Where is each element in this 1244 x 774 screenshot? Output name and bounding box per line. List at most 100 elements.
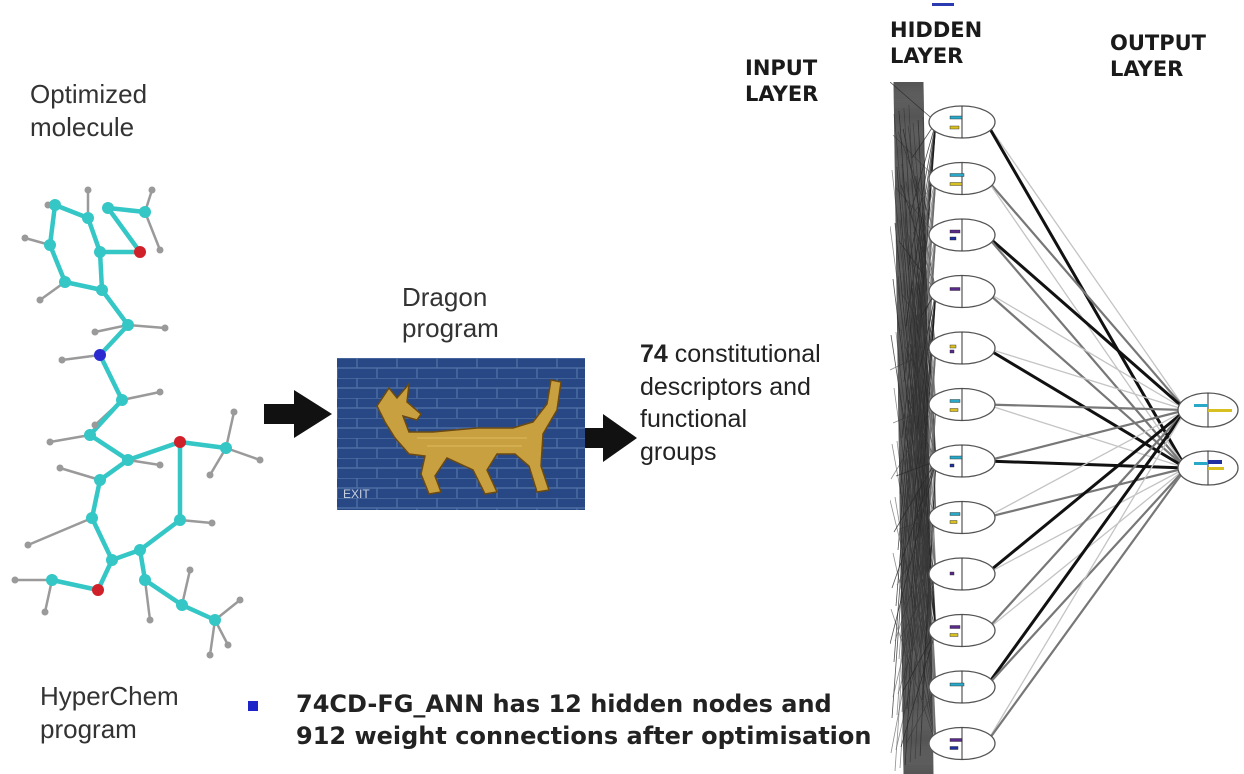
dragon-title-line2: program	[402, 313, 499, 344]
molecule-atom	[139, 574, 151, 586]
molecule-atom	[91, 421, 99, 429]
hidden-node-bar	[949, 399, 961, 403]
molecule-atom	[11, 576, 19, 584]
output-connection	[985, 347, 1187, 411]
hidden-layer-heading: HIDDEN LAYER	[890, 17, 982, 70]
molecule-atom	[174, 436, 186, 448]
hidden-node-bar	[949, 633, 959, 637]
hyperchem-label: HyperChem program	[40, 680, 179, 745]
input-connection	[916, 82, 928, 774]
hidden-node-bar	[949, 682, 965, 687]
molecule-bond	[105, 205, 143, 255]
molecule-atom	[46, 438, 54, 446]
output-node	[1177, 450, 1239, 486]
molecule-atom	[96, 284, 108, 296]
input-connection	[904, 82, 916, 774]
molecule-atom	[44, 239, 56, 251]
output-connection	[984, 409, 1188, 688]
output-node	[1177, 392, 1239, 428]
molecule-title-line2: molecule	[30, 111, 135, 142]
input-connection	[907, 82, 919, 774]
molecule-bond	[142, 577, 185, 608]
hidden-node-bar	[949, 115, 963, 120]
output-connection	[985, 403, 1187, 412]
dragon-image-caption: EXIT	[343, 487, 370, 501]
dragon-program-image: EXIT	[337, 358, 585, 510]
molecule-atom	[106, 554, 118, 566]
input-connection	[914, 82, 926, 774]
hidden-node-bar	[949, 520, 958, 524]
hidden-node	[928, 613, 996, 648]
molecule-bond	[58, 466, 102, 482]
molecule-atom	[82, 212, 94, 224]
output-layer-heading: OUTPUT LAYER	[1110, 30, 1206, 83]
input-connection	[918, 82, 930, 774]
summary-line1: 74CD-FG_ANN has 12 hidden nodes and	[296, 690, 832, 718]
input-connection	[915, 82, 927, 774]
molecule-bond	[137, 517, 183, 553]
hidden-node-bar	[949, 455, 963, 460]
output-layer-line1: OUTPUT	[1110, 31, 1206, 55]
hidden-node	[928, 670, 996, 704]
molecule-bond	[49, 577, 101, 593]
molecule-bond	[62, 279, 105, 293]
molecule-atom	[236, 596, 244, 604]
hidden-layer-line2: LAYER	[890, 44, 964, 69]
molecule-bond	[47, 242, 68, 285]
input-connection	[920, 82, 932, 774]
hidden-node	[928, 218, 996, 252]
molecule-bond	[126, 323, 167, 330]
hidden-layer-line1: HIDDEN	[890, 18, 983, 42]
molecule-title: Optimized molecule	[30, 78, 147, 143]
hidden-node-bar	[949, 463, 955, 468]
molecule-atom	[134, 544, 146, 556]
molecule-atom	[102, 202, 114, 214]
input-connection	[921, 82, 933, 774]
hidden-node	[928, 500, 996, 535]
input-layer-heading: INPUT LAYER	[745, 55, 818, 108]
input-connection	[910, 82, 922, 774]
molecule-bond	[97, 352, 125, 403]
molecule-atom	[206, 471, 214, 479]
descriptors-line1: 74 constitutional	[640, 338, 821, 371]
hidden-node-bar	[949, 349, 955, 354]
molecule-atom	[230, 408, 238, 416]
hidden-node-bar	[949, 229, 961, 234]
output-connection	[985, 459, 1187, 470]
molecule-bond	[143, 210, 162, 252]
output-connection	[985, 233, 1187, 412]
molecule-atom	[208, 519, 216, 527]
input-connection	[896, 82, 908, 774]
molecule-bond	[85, 215, 103, 255]
molecule-atom	[122, 319, 134, 331]
hidden-node	[928, 557, 996, 591]
input-connection	[898, 82, 910, 774]
molecule-atom	[209, 614, 221, 626]
molecule-bond	[97, 322, 131, 358]
molecule-bond	[97, 249, 105, 293]
molecule-bond	[60, 353, 102, 362]
summary-bullet	[248, 701, 258, 711]
molecule-bond	[125, 439, 183, 463]
molecule-bond	[89, 515, 115, 563]
molecule-atom	[116, 394, 128, 406]
hidden-node-bar	[949, 173, 965, 177]
molecule-atom	[146, 616, 154, 624]
descriptors-text: 74 constitutional descriptors and functi…	[640, 338, 821, 468]
molecule-atom	[206, 651, 214, 659]
molecule-atom	[46, 574, 58, 586]
molecule-atom	[220, 442, 232, 454]
input-connection	[894, 82, 906, 774]
output-connection	[985, 121, 1187, 411]
descriptor-count: 74	[640, 340, 668, 368]
molecule-atom	[92, 584, 104, 596]
descriptors-line1-rest: constitutional	[667, 340, 821, 368]
hidden-node	[928, 331, 996, 365]
descriptors-line4: groups	[640, 437, 717, 466]
molecule-atom	[49, 199, 61, 211]
hyperchem-label-line1: HyperChem	[40, 681, 179, 711]
molecule-atom	[91, 328, 99, 336]
hidden-nodes	[928, 105, 996, 761]
hidden-node-bar	[949, 287, 961, 291]
molecule-atoms	[11, 186, 264, 659]
